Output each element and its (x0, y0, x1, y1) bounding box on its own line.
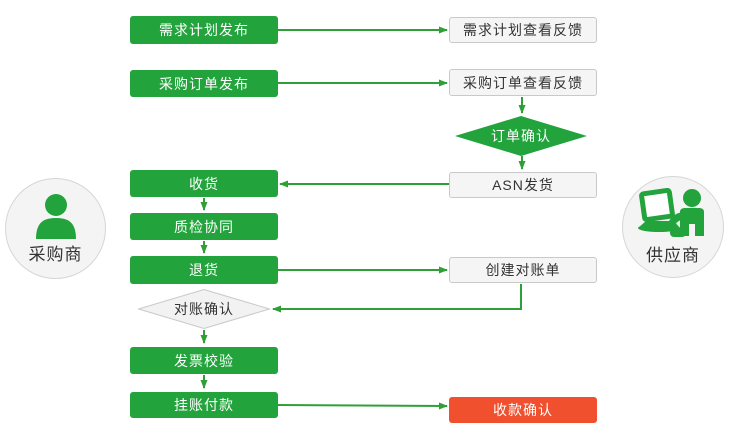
diamond-shape-gray (138, 289, 270, 329)
decision-order-confirm-label: 订单确认 (491, 128, 551, 144)
actor-supplier: 供应商 (622, 176, 724, 278)
node-payment-on-account: 挂账付款 (130, 392, 278, 418)
node-receive-goods: 收货 (130, 170, 278, 197)
person-laptop-icon (638, 188, 704, 237)
node-po-feedback: 采购订单查看反馈 (449, 69, 597, 96)
diamond-shape-green (455, 116, 587, 156)
edge-payment-to-receipt-confirm (277, 402, 448, 410)
node-quality-check: 质检协同 (130, 213, 278, 240)
node-asn-ship: ASN发货 (449, 172, 597, 198)
node-create-statement: 创建对账单 (449, 257, 597, 283)
person-icon (35, 193, 76, 239)
actor-supplier-label: 供应商 (646, 246, 700, 265)
node-invoice-verify: 发票校验 (130, 347, 278, 374)
node-demand-plan-feedback: 需求计划查看反馈 (449, 17, 597, 43)
node-demand-plan-publish: 需求计划发布 (130, 16, 278, 44)
decision-order-confirm: 订单确认 (455, 116, 587, 156)
edge-create-statement-to-recon-confirm (272, 284, 522, 313)
node-receipt-confirm: 收款确认 (449, 397, 597, 423)
node-po-publish: 采购订单发布 (130, 70, 278, 97)
actor-buyer-label: 采购商 (28, 244, 83, 264)
node-return-goods: 退货 (130, 256, 278, 284)
actor-buyer: 采购商 (5, 178, 106, 279)
decision-recon-confirm: 对账确认 (138, 289, 270, 329)
decision-recon-confirm-label: 对账确认 (174, 301, 234, 317)
